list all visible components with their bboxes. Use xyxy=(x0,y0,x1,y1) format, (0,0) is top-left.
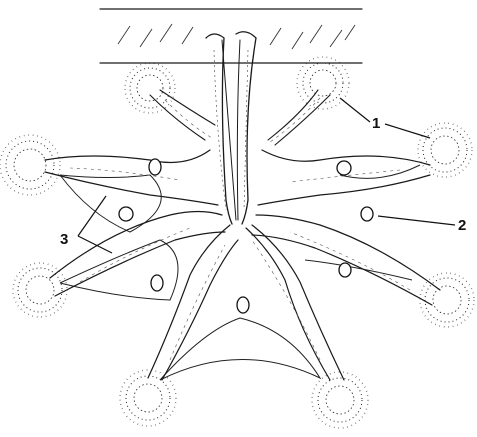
bud xyxy=(149,159,161,175)
tentacle-crowns xyxy=(0,57,474,428)
bud xyxy=(361,207,373,221)
crown-bottom-right xyxy=(312,372,368,428)
crown-left-upper xyxy=(0,135,60,195)
bud xyxy=(339,263,351,277)
crown-top-left xyxy=(125,63,175,113)
leader-3b xyxy=(78,236,112,253)
leader-2 xyxy=(378,216,455,225)
crown-right-upper xyxy=(418,123,472,177)
bud xyxy=(237,297,249,313)
leader-1b xyxy=(385,124,430,138)
bud xyxy=(337,161,351,175)
central-stalk xyxy=(206,32,256,224)
bud xyxy=(151,275,163,291)
web-membrane xyxy=(60,165,420,380)
substrate xyxy=(100,9,362,63)
arms xyxy=(45,90,440,380)
label-3: 3 xyxy=(60,231,68,248)
label-1: 1 xyxy=(372,115,380,132)
bud xyxy=(119,207,133,221)
label-2: 2 xyxy=(458,217,466,234)
buds xyxy=(119,159,373,313)
striations xyxy=(70,98,410,360)
leader-1 xyxy=(340,98,370,122)
